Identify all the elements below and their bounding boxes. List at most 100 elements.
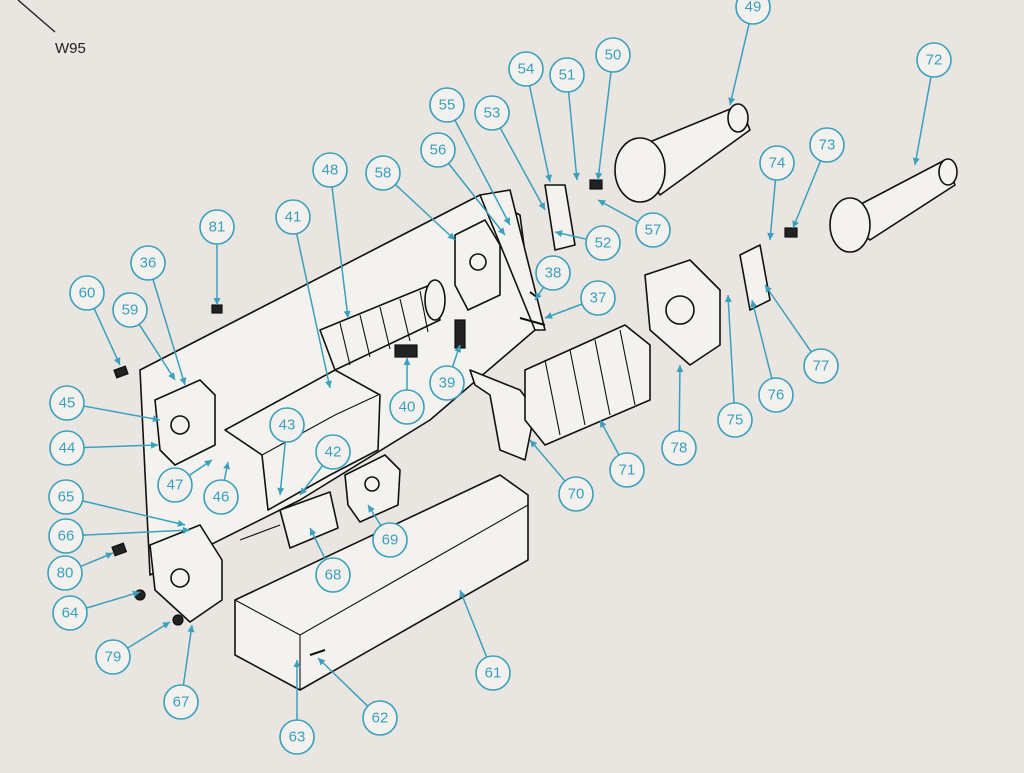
callout-circle-58 bbox=[365, 155, 401, 191]
callout-circle-55 bbox=[429, 87, 465, 123]
leader-line-36 bbox=[152, 279, 186, 386]
callout-label-55: 55 bbox=[439, 97, 456, 114]
callout-label-74: 74 bbox=[769, 155, 786, 172]
leader-line-78 bbox=[678, 364, 681, 432]
callout-label-40: 40 bbox=[399, 399, 416, 416]
leader-line-58 bbox=[394, 184, 456, 241]
callout-circle-74 bbox=[759, 145, 795, 181]
block-58 bbox=[454, 219, 501, 311]
callout-label-44: 44 bbox=[59, 440, 76, 457]
callout-circle-68 bbox=[315, 557, 351, 593]
callout-circle-73 bbox=[809, 127, 845, 163]
leader-line-44 bbox=[83, 444, 159, 449]
callout-circle-69 bbox=[372, 522, 408, 558]
leader-line-72 bbox=[914, 76, 932, 166]
callout-label-64: 64 bbox=[62, 605, 79, 622]
leader-line-55 bbox=[454, 119, 511, 226]
leader-line-75 bbox=[727, 294, 735, 404]
callout-circle-70 bbox=[558, 476, 594, 512]
leader-arrow-61 bbox=[459, 590, 466, 598]
callout-circle-44 bbox=[49, 430, 85, 466]
drum-48 bbox=[319, 279, 446, 371]
callout-circle-72 bbox=[916, 42, 952, 78]
leader-arrow-51 bbox=[572, 172, 580, 180]
leader-line-49 bbox=[729, 23, 750, 106]
leader-arrow-57 bbox=[598, 200, 606, 207]
leader-line-62 bbox=[317, 657, 369, 707]
callout-circle-54 bbox=[508, 51, 544, 87]
leader-arrow-43 bbox=[277, 487, 285, 495]
callout-label-67: 67 bbox=[173, 694, 190, 711]
callout-circle-71 bbox=[609, 452, 645, 488]
callout-label-37: 37 bbox=[590, 290, 607, 307]
callout-label-65: 65 bbox=[58, 489, 75, 506]
leader-arrow-72 bbox=[912, 157, 920, 165]
callout-label-39: 39 bbox=[439, 375, 456, 392]
leader-arrow-66 bbox=[182, 526, 190, 534]
callout-label-50: 50 bbox=[605, 47, 622, 64]
callout-circle-61 bbox=[475, 655, 511, 691]
callout-circle-42 bbox=[315, 434, 351, 470]
leader-line-77 bbox=[764, 284, 812, 353]
leader-arrow-68 bbox=[309, 528, 317, 536]
leader-arrow-60 bbox=[113, 357, 121, 365]
bracket-45 bbox=[154, 379, 216, 466]
callout-circle-43 bbox=[269, 407, 305, 443]
callout-label-75: 75 bbox=[727, 412, 744, 429]
callout-circle-64 bbox=[52, 595, 88, 631]
leader-line-61 bbox=[459, 589, 488, 658]
callout-circle-59 bbox=[112, 292, 148, 328]
callout-label-56: 56 bbox=[430, 142, 447, 159]
callout-label-68: 68 bbox=[325, 567, 342, 584]
callout-circle-56 bbox=[420, 132, 456, 168]
callout-label-80: 80 bbox=[57, 565, 74, 582]
leader-line-48 bbox=[331, 186, 349, 319]
callout-label-52: 52 bbox=[595, 235, 612, 252]
callout-label-53: 53 bbox=[484, 105, 501, 122]
reference-line bbox=[17, 0, 56, 33]
callout-label-41: 41 bbox=[285, 209, 302, 226]
callout-label-72: 72 bbox=[926, 52, 943, 69]
callout-circle-46 bbox=[203, 479, 239, 515]
callout-label-60: 60 bbox=[79, 285, 96, 302]
bracket-70 bbox=[469, 369, 536, 461]
callout-circle-45 bbox=[49, 385, 85, 421]
leader-line-67 bbox=[182, 624, 193, 686]
leader-line-66 bbox=[82, 529, 191, 536]
leader-arrow-77 bbox=[765, 285, 772, 293]
block-69 bbox=[344, 454, 401, 523]
leader-arrow-52 bbox=[555, 230, 563, 237]
callout-circle-49 bbox=[735, 0, 771, 25]
leader-arrow-64 bbox=[132, 590, 140, 598]
leader-arrow-59 bbox=[168, 372, 175, 380]
leader-line-50 bbox=[597, 71, 612, 181]
leader-arrow-41 bbox=[325, 380, 332, 388]
callout-label-66: 66 bbox=[58, 528, 75, 545]
leader-line-64 bbox=[86, 591, 141, 609]
callout-label-46: 46 bbox=[213, 489, 230, 506]
leader-arrow-69 bbox=[368, 505, 375, 513]
callout-label-71: 71 bbox=[619, 462, 636, 479]
figure-reference: W95 bbox=[55, 40, 86, 57]
leader-line-59 bbox=[138, 323, 176, 381]
plate-77 bbox=[739, 244, 771, 311]
callout-circle-65 bbox=[48, 479, 84, 515]
callout-label-49: 49 bbox=[745, 0, 762, 16]
callout-label-38: 38 bbox=[545, 265, 562, 282]
callout-circle-81 bbox=[199, 209, 235, 245]
callout-label-42: 42 bbox=[325, 444, 342, 461]
channel-61 bbox=[234, 474, 529, 691]
callout-circle-80 bbox=[47, 555, 83, 591]
callout-label-54: 54 bbox=[518, 61, 535, 78]
leader-arrow-44 bbox=[150, 441, 158, 449]
callout-circle-38 bbox=[535, 255, 571, 291]
callout-label-58: 58 bbox=[375, 165, 392, 182]
leader-arrow-42 bbox=[300, 487, 308, 495]
callout-label-81: 81 bbox=[209, 219, 226, 236]
leader-arrow-65 bbox=[177, 519, 185, 527]
callout-circle-62 bbox=[362, 700, 398, 736]
callout-circle-67 bbox=[163, 684, 199, 720]
callout-circle-51 bbox=[549, 57, 585, 93]
callout-circle-48 bbox=[312, 152, 348, 188]
